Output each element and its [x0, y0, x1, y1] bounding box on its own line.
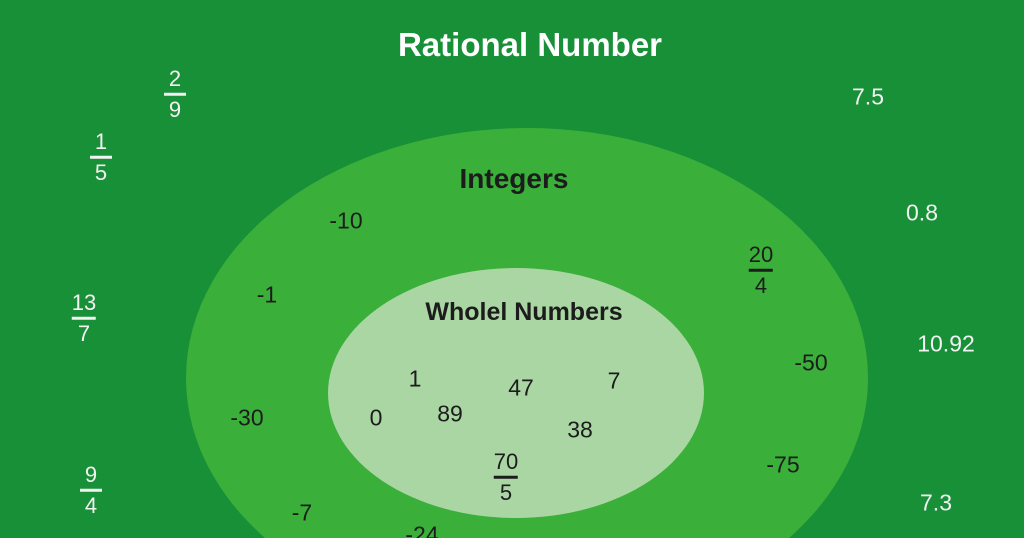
whole-numbers-label: Wholel Numbers	[425, 298, 623, 326]
number-item-integers-only: -1	[256, 281, 278, 308]
number-item-integers-only: -10	[329, 207, 363, 234]
number-item-whole: 38	[567, 416, 593, 443]
fraction-denominator: 4	[754, 272, 768, 298]
number-item-rational-only: 10.92	[917, 330, 975, 357]
fraction-numerator: 1	[94, 128, 108, 154]
number-item-integers-only: -24	[405, 521, 439, 538]
fraction-bar	[80, 488, 102, 492]
rational-numbers-label: Rational Number	[397, 26, 663, 63]
fraction-denominator: 5	[499, 479, 513, 505]
number-item-whole: 89	[437, 400, 463, 427]
integers-label: Integers	[459, 163, 569, 194]
number-item-rational-only: 7.5	[852, 83, 884, 110]
fraction-bar	[164, 92, 186, 96]
fraction-bar	[493, 475, 519, 479]
fraction-denominator: 4	[84, 492, 98, 518]
fraction-numerator: 70	[493, 448, 519, 474]
fraction-bar	[90, 155, 112, 159]
number-item-whole: 47	[508, 374, 534, 401]
number-item-integers-only: -30	[230, 404, 264, 431]
fraction-denominator: 5	[94, 159, 108, 185]
fraction-numerator: 9	[84, 461, 98, 487]
fraction-denominator: 9	[168, 96, 182, 122]
fraction-numerator: 13	[71, 289, 97, 315]
number-item-whole: 0	[369, 404, 383, 431]
fraction-denominator: 7	[77, 320, 91, 346]
fraction-bar	[748, 268, 774, 272]
number-item-whole: 7	[607, 367, 621, 394]
fraction-numerator: 20	[748, 241, 774, 267]
fraction-numerator: 2	[168, 65, 182, 91]
number-item-rational-only: 0.8	[906, 199, 938, 226]
number-item-rational-only: 7.3	[920, 489, 952, 516]
fraction-bar	[71, 316, 97, 320]
number-item-integers-only: -50	[794, 349, 828, 376]
number-item-integers-only: -7	[291, 499, 313, 526]
number-item-integers-only: -75	[766, 451, 800, 478]
number-item-whole: 1	[408, 365, 422, 392]
